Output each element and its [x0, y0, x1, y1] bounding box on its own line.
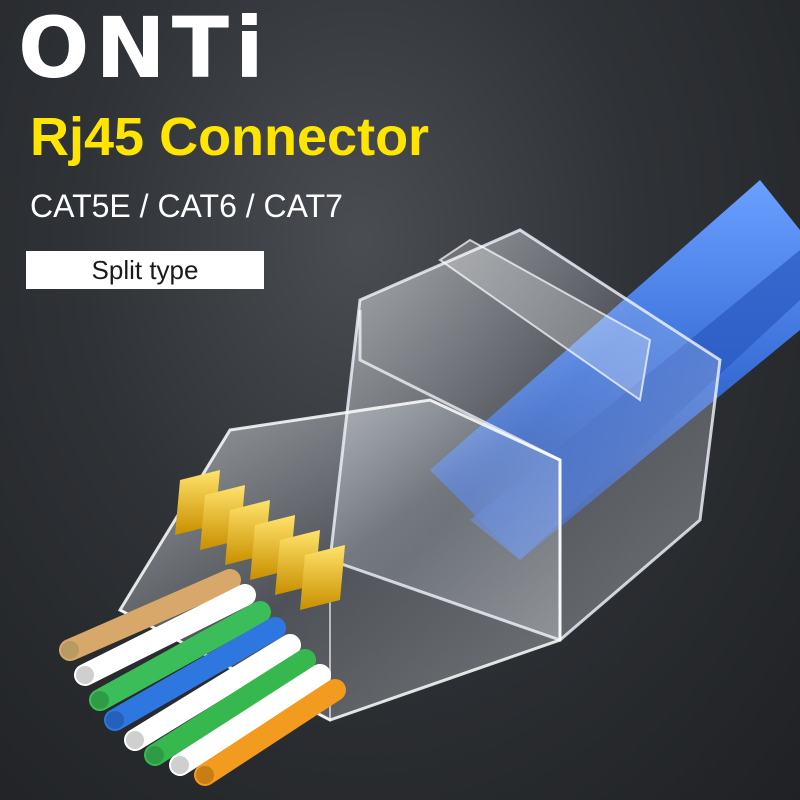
brand-logo: ONTi	[18, 0, 270, 97]
category-subhead: CAT5E / CAT6 / CAT7	[30, 188, 343, 224]
wires	[59, 569, 346, 786]
split-type-tag: Split type	[26, 251, 264, 289]
headline: Rj45 Connector	[30, 107, 430, 167]
gold-contacts	[175, 470, 345, 610]
